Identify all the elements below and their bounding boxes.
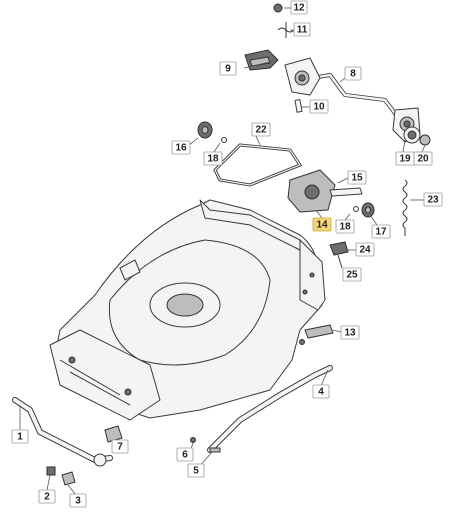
callout-24[interactable]: 24	[355, 242, 375, 257]
bushing-right	[361, 202, 375, 218]
axle-end	[403, 126, 431, 146]
cable-clip	[329, 241, 349, 269]
lever-grip	[244, 49, 279, 71]
callout-14[interactable]: 14	[312, 217, 332, 232]
callout-18-right[interactable]: 18	[335, 219, 355, 234]
washer-left	[221, 137, 227, 143]
clip-and-screw	[46, 466, 76, 486]
callout-17[interactable]: 17	[371, 224, 391, 239]
svg-text:13: 13	[344, 328, 356, 339]
callout-5[interactable]: 5	[187, 463, 205, 478]
svg-text:16: 16	[175, 143, 187, 154]
washer-right	[353, 206, 359, 212]
svg-text:3: 3	[75, 496, 81, 507]
rear-axle	[207, 365, 333, 453]
callout-8[interactable]: 8	[344, 66, 362, 81]
svg-text:2: 2	[44, 492, 50, 503]
svg-text:4: 4	[318, 387, 324, 398]
gearbox	[287, 169, 363, 213]
mower-deck	[49, 199, 326, 421]
svg-text:11: 11	[297, 25, 308, 36]
cable-bracket	[299, 324, 334, 345]
callout-6[interactable]: 6	[176, 447, 194, 462]
svg-text:14: 14	[316, 220, 328, 231]
svg-text:10: 10	[313, 102, 325, 113]
front-lever	[104, 425, 123, 443]
callouts: 12 11 9 8 10 22 16 18 15 19 20 23 14 18 …	[11, 0, 443, 508]
svg-text:23: 23	[427, 195, 439, 206]
callout-18-left[interactable]: 18	[203, 151, 223, 166]
callout-3[interactable]: 3	[69, 493, 87, 508]
svg-text:8: 8	[350, 69, 356, 80]
svg-text:5: 5	[193, 466, 199, 477]
callout-1[interactable]: 1	[11, 429, 29, 444]
callout-9[interactable]: 9	[219, 61, 237, 76]
front-axle	[12, 397, 113, 467]
drive-bail	[213, 143, 303, 187]
svg-text:19: 19	[399, 154, 411, 165]
svg-text:25: 25	[346, 270, 358, 281]
callout-7[interactable]: 7	[111, 439, 129, 454]
svg-text:12: 12	[293, 3, 305, 14]
callout-16[interactable]: 16	[171, 140, 191, 155]
svg-text:17: 17	[375, 227, 387, 238]
svg-text:22: 22	[255, 125, 267, 136]
callout-19[interactable]: 19	[395, 151, 415, 166]
callout-20[interactable]: 20	[413, 151, 433, 166]
svg-text:6: 6	[182, 450, 188, 461]
svg-text:20: 20	[417, 154, 429, 165]
callout-25[interactable]: 25	[342, 267, 362, 282]
callout-12[interactable]: 12	[290, 0, 308, 15]
height-bracket-left	[284, 57, 321, 96]
callout-13[interactable]: 13	[340, 325, 360, 340]
callout-2[interactable]: 2	[38, 489, 56, 504]
tension-spring	[402, 179, 408, 236]
svg-text:7: 7	[117, 442, 123, 453]
svg-text:15: 15	[351, 173, 363, 184]
callout-15[interactable]: 15	[347, 170, 367, 185]
nut	[273, 3, 283, 13]
svg-text:9: 9	[225, 64, 231, 75]
svg-text:24: 24	[359, 245, 371, 256]
svg-text:18: 18	[339, 222, 351, 233]
svg-text:18: 18	[207, 154, 219, 165]
callout-10[interactable]: 10	[309, 99, 329, 114]
callout-22[interactable]: 22	[251, 122, 271, 137]
bushing-left	[197, 121, 213, 139]
callout-4[interactable]: 4	[312, 384, 330, 399]
callout-11[interactable]: 11	[293, 22, 311, 37]
callout-23[interactable]: 23	[423, 192, 443, 207]
svg-text:1: 1	[17, 432, 23, 443]
pin	[294, 99, 303, 113]
screw	[190, 437, 221, 453]
